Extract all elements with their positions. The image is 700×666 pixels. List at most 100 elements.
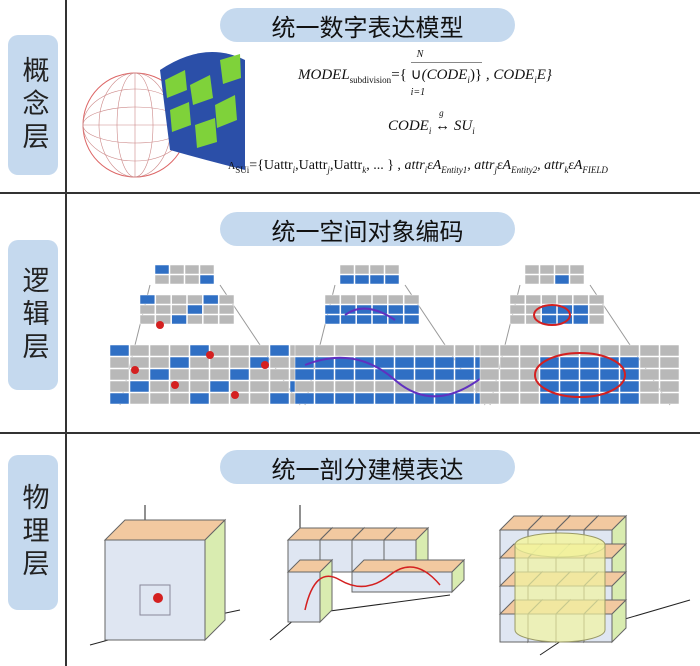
grid-cell [374, 356, 395, 369]
grid-cell [569, 274, 585, 285]
grid-cell [479, 344, 500, 357]
grid-cell [189, 356, 210, 369]
area-feature [534, 352, 626, 398]
divider-2 [0, 432, 700, 434]
cell-cube-top [350, 559, 466, 573]
grid-cell [314, 368, 335, 381]
grid-cell [639, 368, 660, 381]
grid-cell [209, 344, 230, 357]
grid-cell [374, 344, 395, 357]
grid-cell [314, 380, 335, 393]
grid-cell [639, 356, 660, 369]
grid-cell [499, 368, 520, 381]
grid-cell [294, 392, 315, 405]
grid-cell [524, 264, 540, 275]
grid-cell [519, 344, 540, 357]
grid-cell [434, 368, 455, 381]
grid-cell [588, 304, 605, 315]
grid-cell [356, 294, 372, 305]
grid-cell [229, 344, 250, 357]
grid-cell [109, 380, 130, 393]
grid-cell [554, 274, 570, 285]
point-marker [206, 351, 214, 359]
grid-cell [479, 356, 500, 369]
grid-cell [169, 344, 190, 357]
grid-cell [559, 344, 580, 357]
grid-cell [374, 380, 395, 393]
grid-cell [524, 274, 540, 285]
grid-cell [189, 344, 210, 357]
grid-cell [599, 368, 620, 381]
grid-cell [229, 392, 250, 405]
grid-cell [414, 344, 435, 357]
grid-cell [539, 274, 555, 285]
grid-cell [229, 368, 250, 381]
grid-cell [155, 304, 171, 315]
grid-cell [169, 264, 185, 275]
grid-cell [149, 356, 170, 369]
grid-cell [324, 314, 341, 325]
grid-cell [539, 264, 555, 275]
grid-cell [619, 356, 640, 369]
grid-cell [539, 344, 560, 357]
grid-cell [639, 380, 660, 393]
grid-cell [269, 392, 290, 405]
grid-cell [619, 344, 640, 357]
grid-cell [639, 344, 660, 357]
grid-cell [354, 264, 370, 275]
grid-cell [388, 294, 404, 305]
grid-cell [129, 392, 150, 405]
point-marker [131, 366, 139, 374]
title-concept: 统一数字表达模型 [220, 8, 515, 42]
divider-1 [0, 192, 700, 194]
grid-cell [579, 380, 600, 393]
cell-cube-front [287, 571, 321, 623]
grid-cell [372, 314, 388, 325]
grid-cell [249, 392, 270, 405]
unit-cube-side [204, 518, 226, 642]
grid-cell [334, 344, 355, 357]
divider-vertical [65, 0, 67, 666]
inner-cell [139, 584, 171, 616]
line-feature [304, 307, 486, 398]
grid-cell [187, 304, 203, 315]
grid-cell [229, 380, 250, 393]
grid-cell [269, 380, 290, 393]
grid-cell [203, 304, 219, 315]
cubes-illustration [89, 505, 691, 656]
grid-cell [334, 368, 355, 381]
grid-cell [599, 392, 620, 405]
formula-code-su: CODEi g↔ SUi [388, 108, 475, 136]
grid-cell [454, 368, 475, 381]
title-physical: 统一剖分建模表达 [220, 450, 515, 484]
grid-cell [559, 380, 580, 393]
grid-cell [354, 380, 375, 393]
grid-cell [619, 368, 640, 381]
grid-cell [557, 314, 573, 325]
globe-illustration [82, 52, 245, 178]
grid-cell [324, 304, 341, 315]
grid-cell [403, 314, 420, 325]
grid-cell [659, 380, 680, 393]
grid-cell [573, 294, 589, 305]
grid-cell [169, 356, 190, 369]
area-feature [533, 304, 571, 326]
grid-cell [388, 304, 404, 315]
grid-cell [169, 368, 190, 381]
grid-cell [569, 264, 585, 275]
grid-cell [199, 274, 215, 285]
grid-cell [388, 314, 404, 325]
grid-cell [541, 294, 557, 305]
point-marker [171, 381, 179, 389]
grid-cell [154, 264, 170, 275]
grid-cell [218, 314, 235, 325]
grid-cell [394, 356, 415, 369]
grid-cell [203, 314, 219, 325]
grid-cell [314, 392, 335, 405]
line-feature [304, 566, 441, 611]
grid-cell [509, 314, 526, 325]
grid-cell [434, 344, 455, 357]
grid-cell [579, 344, 600, 357]
grid-cell [559, 368, 580, 381]
grid-cell [659, 368, 680, 381]
